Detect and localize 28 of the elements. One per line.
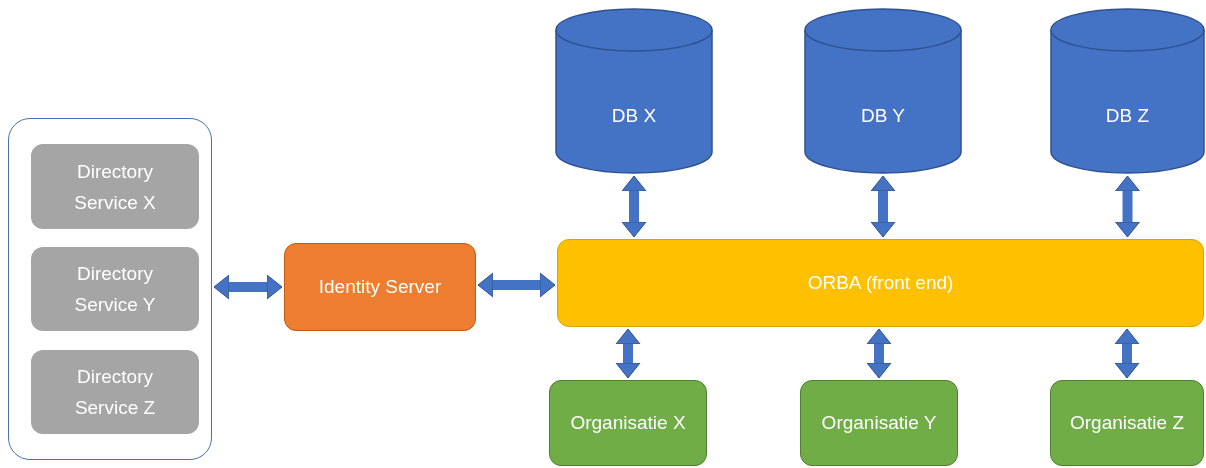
double-arrow — [477, 272, 556, 298]
double-arrow — [213, 274, 283, 300]
organisation-box — [549, 380, 707, 466]
node-label: Identity Server — [318, 274, 442, 299]
double-arrow — [1114, 328, 1140, 379]
group-box — [8, 118, 212, 460]
node-label: DB X — [611, 103, 657, 128]
organisation-box — [800, 380, 958, 466]
double-arrow — [615, 328, 641, 379]
node-label: DB Y — [861, 103, 905, 128]
server-box — [284, 243, 476, 331]
double-arrow — [621, 175, 647, 238]
double-arrow — [866, 328, 892, 379]
node-label: Organisatie Z — [1068, 411, 1185, 435]
node-label: DB Z — [1105, 103, 1150, 128]
node-label: Directory Service Z — [73, 365, 157, 420]
node-label: ORBA (front end) — [807, 270, 954, 295]
service-box — [31, 247, 199, 331]
organisation-box — [1050, 380, 1204, 466]
double-arrow — [1115, 175, 1140, 238]
node-label: Directory Service X — [73, 159, 157, 215]
service-box — [31, 144, 199, 229]
node-label: Organisatie X — [569, 411, 687, 435]
front-end-bar — [557, 239, 1204, 327]
node-label: Directory Service Y — [73, 262, 157, 317]
service-box — [31, 350, 199, 434]
double-arrow — [870, 175, 896, 238]
node-label: Organisatie Y — [820, 411, 938, 435]
